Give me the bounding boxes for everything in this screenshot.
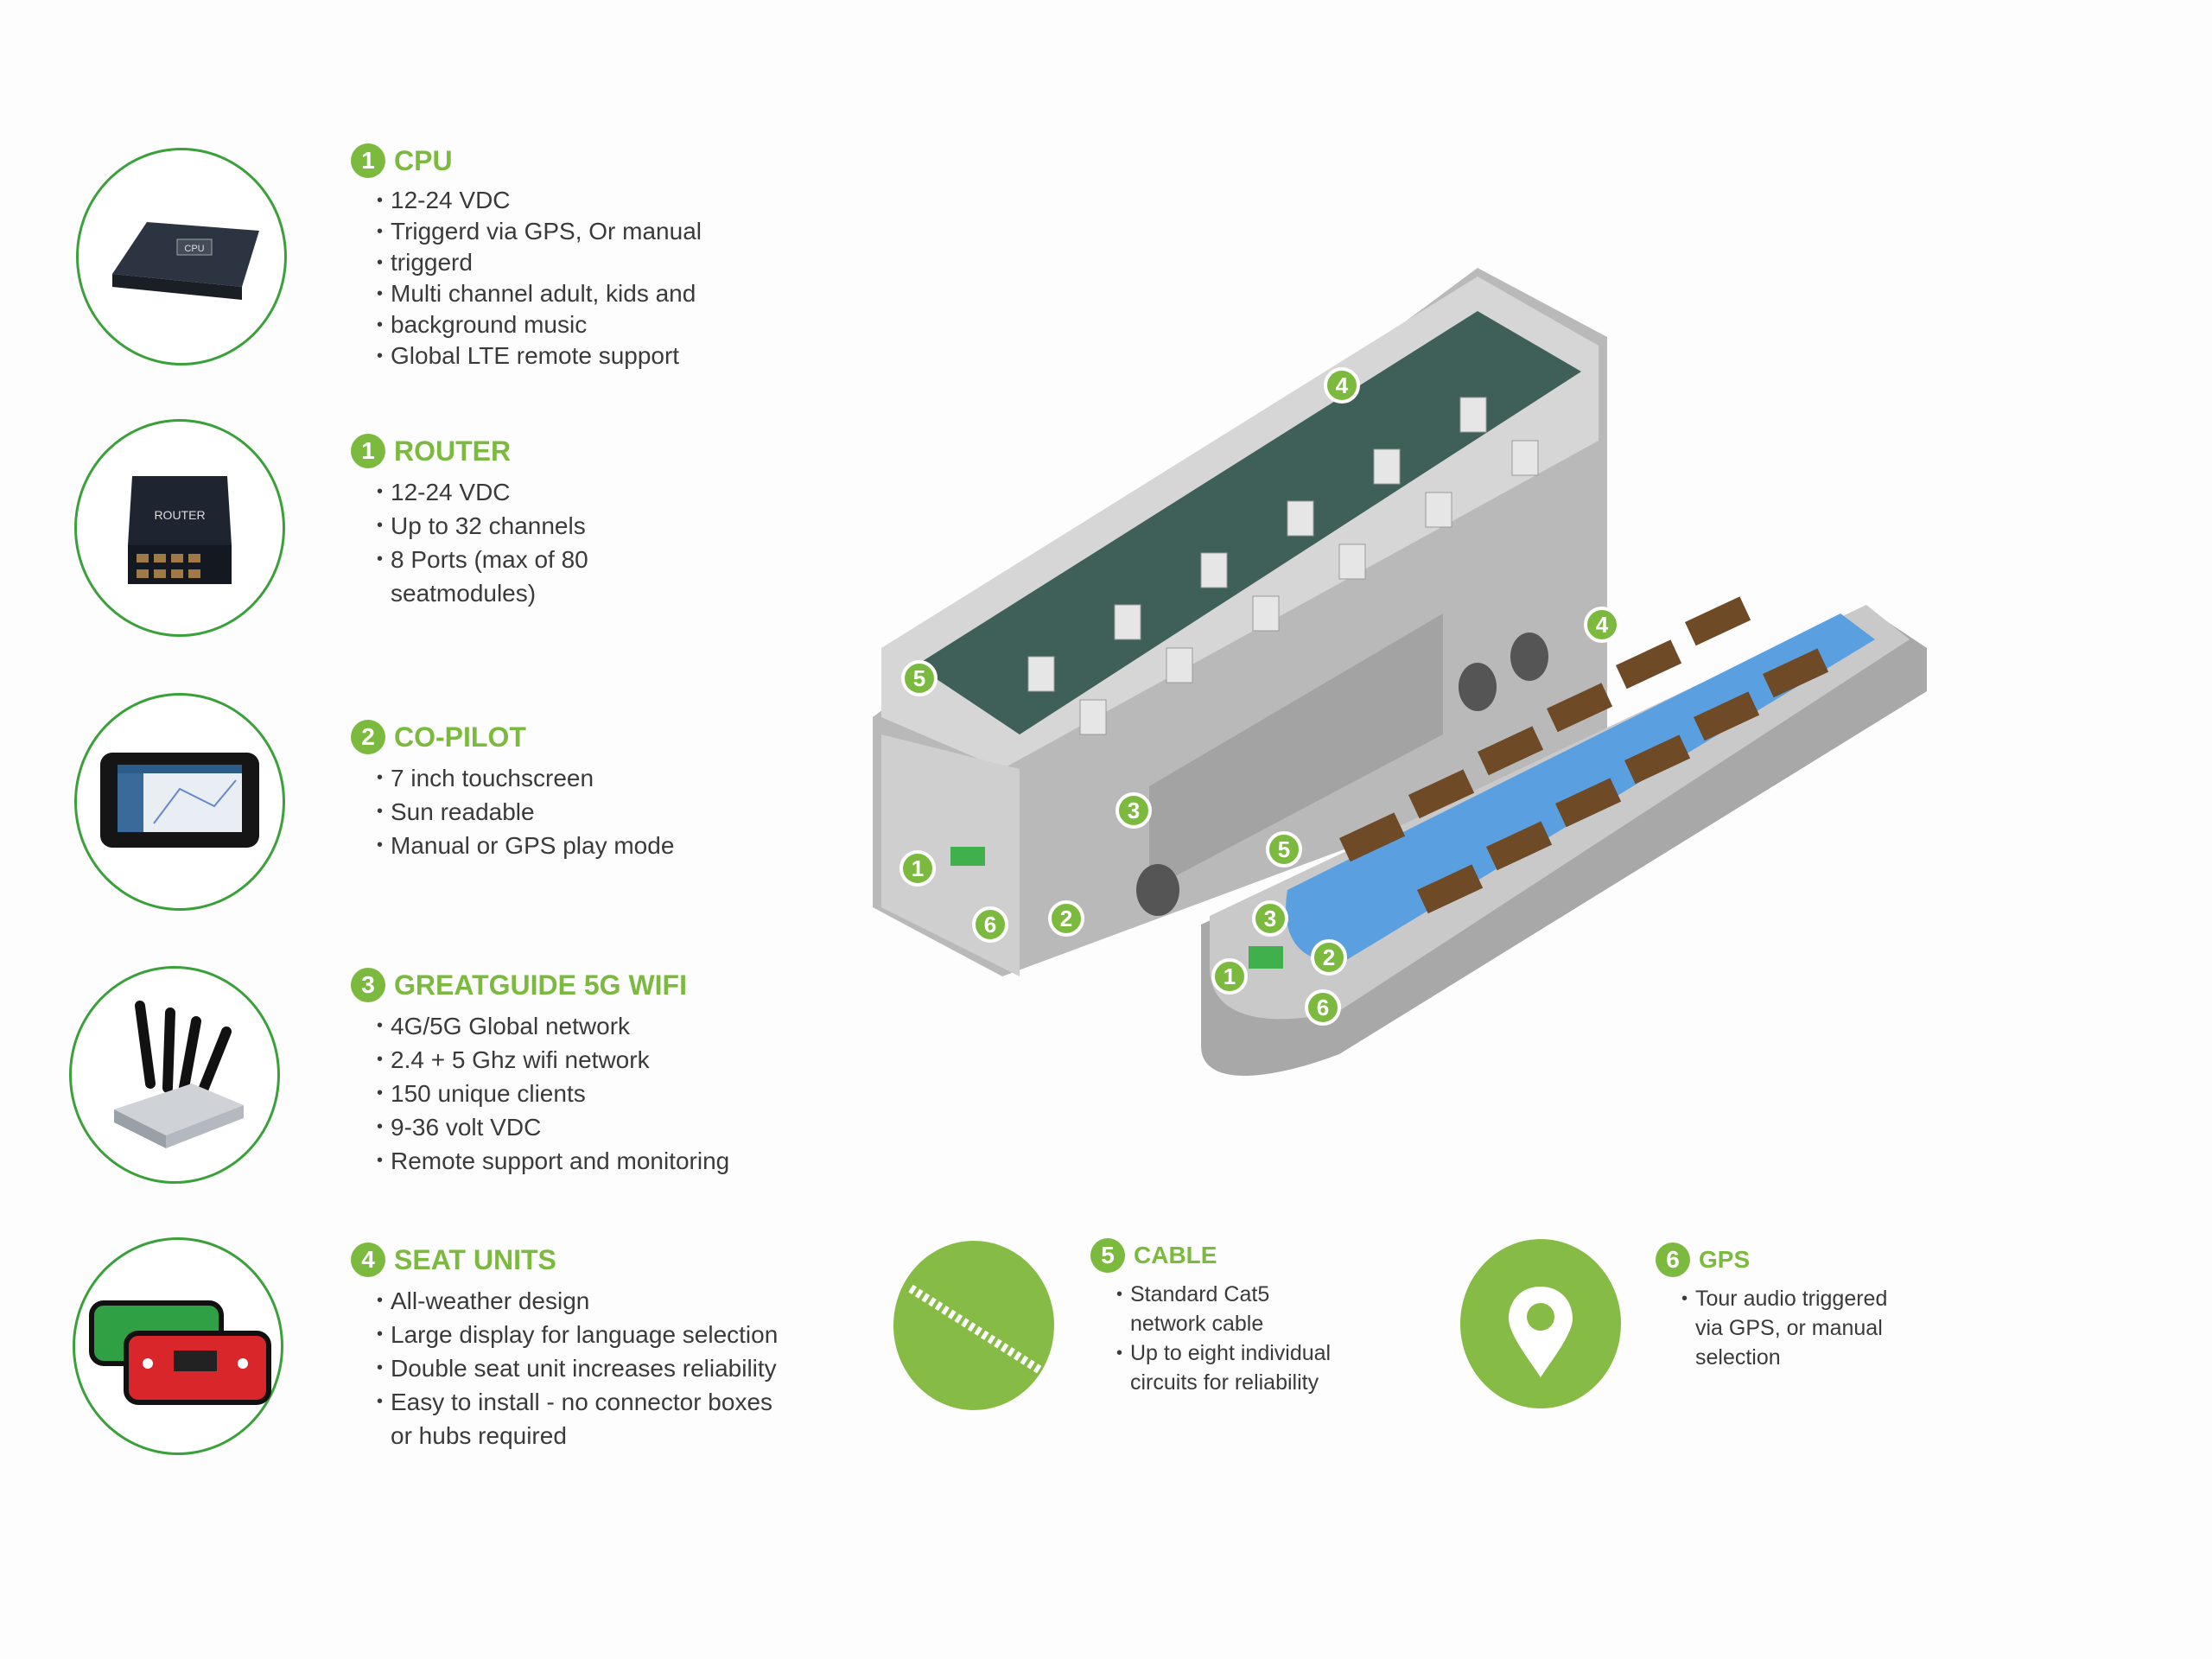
section-router: 1 ROUTER 12-24 VDCUp to 32 channels8 Port… [351,434,588,610]
section-wifi: 3 GREATGUIDE 5G WIFI 4G/5G Global network… [351,968,729,1178]
marker-label: 4 [1596,612,1609,638]
bullet: Tour audio triggered [1681,1284,1887,1313]
section-cpu: 1 CPU 12-24 VDCTriggerd via GPS, Or manua… [351,143,702,372]
bullet: Up to eight individual [1116,1338,1331,1368]
marker-4: 4 [1584,607,1620,643]
section-title: GREATGUIDE 5G WIFI [394,969,687,1001]
marker-6: 6 [972,906,1008,943]
double-decker-bus [873,268,1607,976]
marker-label: 3 [1128,798,1140,823]
badge-number: 2 [351,720,385,754]
bullet: 2.4 + 5 Ghz wifi network [377,1043,729,1077]
marker-label: 6 [984,912,996,938]
bullet: Up to 32 channels [377,509,588,543]
marker-2: 2 [1048,900,1084,937]
bullet: Manual or GPS play mode [377,829,674,862]
section-title: GPS [1699,1246,1751,1273]
marker-2: 2 [1311,939,1347,976]
boat [1201,596,1927,1076]
bullet: Double seat unit increases reliability [377,1351,778,1385]
bullet: 12-24 VDC [377,185,702,216]
badge-number: 1 [351,143,385,178]
marker-label: 2 [1060,906,1072,931]
bullet: All-weather design [377,1284,778,1318]
bullet: Triggerd via GPS, Or manual [377,216,702,247]
bullet-continuation: via GPS, or manual [1695,1316,1883,1340]
bullet-continuation: selection [1695,1345,1781,1370]
marker-label: 3 [1264,906,1276,931]
marker-label: 6 [1317,995,1329,1020]
marker-4: 4 [1324,367,1360,404]
bus-markers: 1 2 3 4 5 6 [899,367,1360,943]
bullet: Global LTE remote support [377,340,702,372]
marker-label: 1 [1224,963,1236,989]
bullet: Sun readable [377,795,674,829]
badge-number: 6 [1656,1243,1690,1277]
badge-number: 5 [1090,1238,1125,1273]
badge-number: 1 [351,434,385,468]
marker-label: 2 [1323,944,1335,970]
section-cable: 5 CABLE Standard Cat5 network cableUp to e… [1090,1238,1331,1397]
bullet: 8 Ports (max of 80 [377,543,588,576]
boat-markers: 1 2 3 4 5 6 [1211,607,1620,1026]
section-copilot: 2 CO-PILOT 7 inch touchscreenSun readable… [351,720,674,862]
bullet-continuation: or hubs required [391,1422,567,1449]
marker-3: 3 [1252,900,1288,937]
bullet: Large display for language selection [377,1318,778,1351]
section-gps: 6 GPS Tour audio triggered via GPS, or man… [1656,1243,1887,1372]
bullet: triggerd [377,247,702,278]
section-title: CABLE [1134,1242,1217,1268]
marker-1: 1 [899,850,936,887]
section-title: CO-PILOT [394,721,526,753]
wifi-router-image [69,966,280,1184]
bullet-continuation: network cable [1130,1312,1264,1336]
cable-icon [893,1241,1054,1410]
marker-5: 5 [1266,831,1302,868]
marker-5: 5 [901,660,938,696]
bullet: 12-24 VDC [377,475,588,509]
gps-pin-icon [1460,1239,1621,1408]
marker-label: 4 [1336,372,1349,398]
cpu-image: CPU [76,148,287,365]
bus-and-boat-illustration: 1 2 3 4 5 6 1 2 3 4 5 6 [873,268,1927,1076]
section-seat-units: 4 SEAT UNITS All-weather designLarge disp… [351,1243,778,1452]
section-title: CPU [394,144,453,176]
bullet: 7 inch touchscreen [377,761,674,795]
bullet: Multi channel adult, kids and [377,278,702,309]
badge-number: 3 [351,968,385,1002]
router-image: ROUTER [74,419,285,637]
marker-label: 1 [912,855,924,881]
seat-units-image [73,1237,283,1455]
marker-label: 5 [1278,836,1290,862]
cpu-device-label: CPU [184,244,204,254]
marker-3: 3 [1116,792,1152,829]
section-title: SEAT UNITS [394,1243,556,1275]
bullet-continuation: seatmodules) [391,580,537,607]
marker-label: 5 [913,665,925,691]
marker-6: 6 [1305,989,1341,1026]
bullet: Easy to install - no connector boxes [377,1385,778,1419]
bullet: 150 unique clients [377,1077,729,1110]
bullet: 4G/5G Global network [377,1009,729,1043]
copilot-tablet-image [74,693,285,911]
bullet: background music [377,309,702,340]
bullet-continuation: circuits for reliability [1130,1370,1319,1395]
section-title: ROUTER [394,435,512,467]
marker-1: 1 [1211,958,1248,995]
router-device-label: ROUTER [154,508,205,522]
bullet: Standard Cat5 [1116,1280,1331,1309]
badge-number: 4 [351,1243,385,1277]
bullet: Remote support and monitoring [377,1144,729,1178]
bullet: 9-36 volt VDC [377,1110,729,1144]
